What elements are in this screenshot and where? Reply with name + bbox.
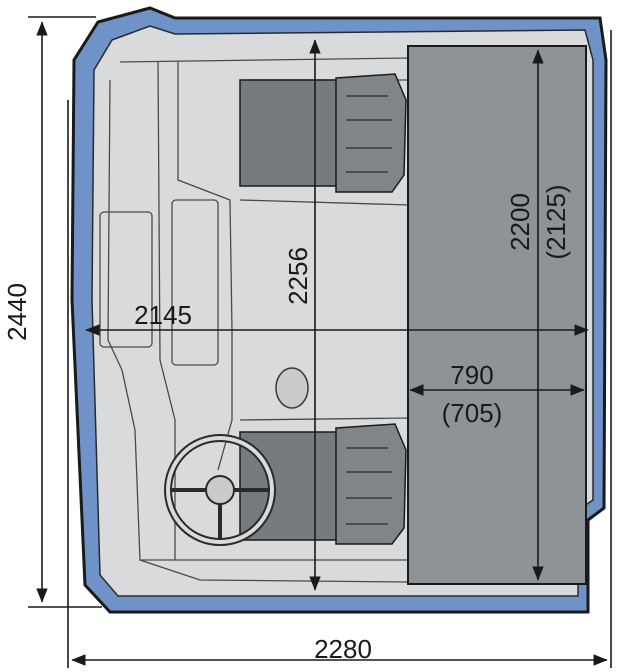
- gear-lever-oval: [275, 367, 309, 409]
- cab-inner-length-label: 2256: [283, 247, 313, 305]
- passenger-seat: [239, 73, 407, 193]
- overall-width-label: 2280: [314, 634, 372, 664]
- dimension-lines: [28, 16, 612, 668]
- bed-width-alt-label: (705): [442, 398, 503, 428]
- cargo-area: [407, 45, 587, 585]
- overall-length-label: 2440: [2, 283, 32, 341]
- cab-inner-width-label: 2145: [134, 300, 192, 330]
- bed-width-label: 790: [450, 360, 493, 390]
- driver-seat: [239, 423, 407, 545]
- bed-length-alt-label: (2125): [541, 184, 571, 259]
- bed-length-label: 2200: [505, 193, 535, 251]
- steering-wheel: [164, 434, 276, 546]
